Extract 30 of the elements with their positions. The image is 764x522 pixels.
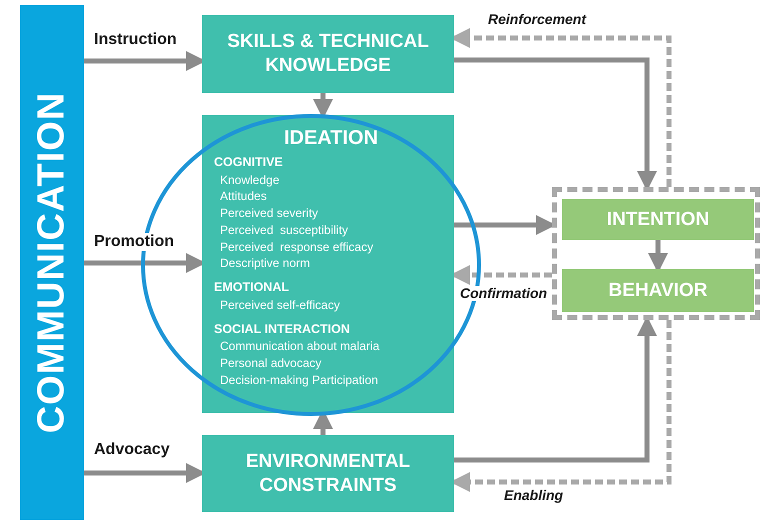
list-item: Descriptive norm — [219, 255, 312, 272]
box-label: ENVIRONMENTAL CONSTRAINTS — [244, 450, 412, 498]
edge-label: Reinforcement — [486, 12, 588, 28]
dashed-group-box — [552, 187, 760, 320]
box-label: SKILLS & TECHNICAL KNOWLEDGE — [226, 30, 430, 78]
section-heading: SOCIAL INTERACTION — [214, 320, 351, 338]
vertical-title: COMMUNICATION — [30, 92, 74, 434]
stage-box — [562, 199, 754, 240]
process-box — [202, 15, 454, 93]
list-item: Attitudes — [219, 188, 268, 206]
box-label: BEHAVIOR — [608, 278, 708, 302]
list-item: Communication about malaria — [219, 338, 380, 355]
list-item: Perceived response efficacy — [219, 238, 374, 256]
list-item: Personal advocacy — [219, 354, 322, 372]
section-heading: COGNITIVE — [214, 154, 284, 171]
box-label: INTENTION — [606, 208, 710, 232]
title-bar — [20, 5, 84, 520]
list-item: Knowledge — [219, 172, 280, 188]
edge-label: Confirmation — [458, 286, 550, 302]
list-item: Decision-making Participation — [219, 372, 380, 388]
section-heading: EMOTIONAL — [214, 279, 290, 296]
box-title: IDEATION — [282, 127, 380, 149]
list-item: Perceived susceptibility — [219, 222, 350, 239]
process-box — [202, 435, 454, 512]
stage-box — [562, 269, 754, 312]
list-item: Perceived severity — [219, 205, 320, 222]
edge-label: Advocacy — [92, 441, 172, 459]
edge-label: Promotion — [92, 233, 176, 251]
list-item: Perceived self-efficacy — [219, 296, 341, 314]
edge-label: Enabling — [502, 488, 566, 504]
